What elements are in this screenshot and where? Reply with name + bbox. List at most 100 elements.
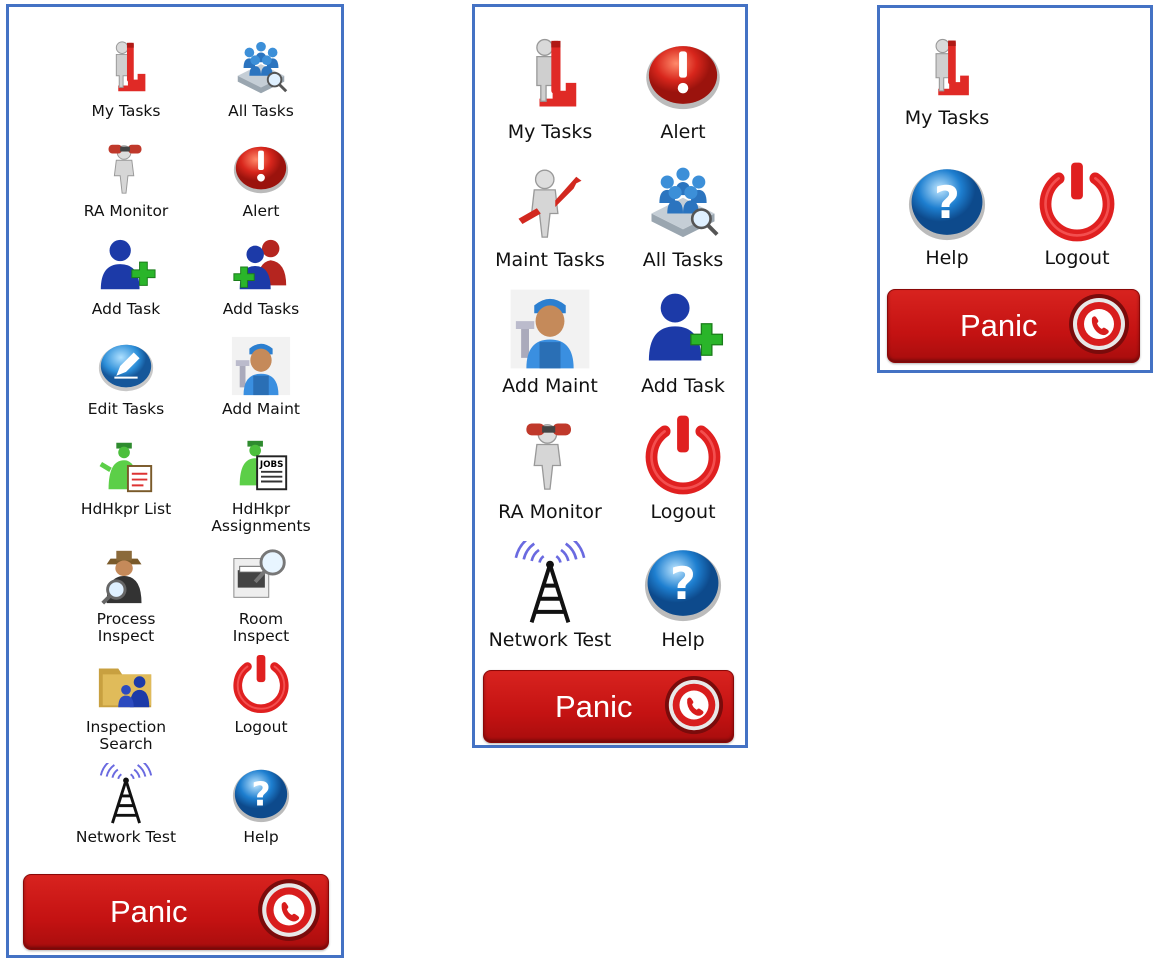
tile-logout[interactable]: Logout bbox=[613, 413, 753, 523]
tile-help[interactable]: ? Help bbox=[613, 541, 753, 651]
help-icon: ? bbox=[905, 160, 989, 244]
my-tasks-icon bbox=[508, 33, 592, 117]
tile-alert[interactable]: Alert bbox=[191, 137, 331, 220]
my-tasks-icon bbox=[95, 37, 157, 99]
tile-all-tasks[interactable]: All Tasks bbox=[191, 37, 331, 120]
phone-icon bbox=[663, 674, 725, 740]
tile-edit-tasks[interactable]: Edit Tasks bbox=[56, 335, 196, 418]
add-tasks-icon bbox=[230, 235, 292, 297]
hdhkpr-assignments-icon: JOBS bbox=[230, 435, 292, 497]
tile-my-tasks[interactable]: My Tasks bbox=[877, 34, 1017, 129]
tile-add-task[interactable]: Add Task bbox=[56, 235, 196, 318]
menu-panel-maintenance: My Tasks Alert Maint Tasks All Tasks Add… bbox=[472, 4, 748, 748]
tile-label: RA Monitor bbox=[498, 501, 602, 523]
tile-label: Network Test bbox=[75, 828, 177, 846]
hdhkpr-list-icon bbox=[95, 435, 157, 497]
phone-icon bbox=[1067, 292, 1131, 360]
add-task-icon bbox=[641, 287, 725, 371]
tile-label: Network Test bbox=[488, 629, 612, 651]
tile-network-test[interactable]: Network Test bbox=[480, 541, 620, 651]
tile-hdhkpr-assignments[interactable]: JOBS HdHkpr Assignments bbox=[191, 435, 331, 535]
tile-label: Logout bbox=[650, 501, 716, 523]
edit-tasks-icon bbox=[95, 335, 157, 397]
network-test-icon bbox=[508, 541, 592, 625]
tile-label: Add Maint bbox=[502, 375, 598, 397]
tile-my-tasks[interactable]: My Tasks bbox=[56, 37, 196, 120]
tile-add-tasks[interactable]: Add Tasks bbox=[191, 235, 331, 318]
tile-label: Logout bbox=[234, 718, 288, 736]
tile-network-test[interactable]: Network Test bbox=[56, 763, 196, 846]
tile-add-task[interactable]: Add Task bbox=[613, 287, 753, 397]
panic-label: Panic bbox=[555, 688, 633, 724]
add-maint-icon bbox=[508, 287, 592, 371]
tile-ra-monitor[interactable]: RA Monitor bbox=[56, 137, 196, 220]
logout-icon bbox=[1035, 160, 1119, 244]
tile-add-maint[interactable]: Add Maint bbox=[480, 287, 620, 397]
tile-hdhkpr-list[interactable]: HdHkpr List bbox=[56, 435, 196, 518]
room-inspect-icon bbox=[230, 545, 292, 607]
help-icon: ? bbox=[641, 541, 725, 625]
phone-icon bbox=[256, 877, 322, 947]
tile-label: Help bbox=[661, 629, 705, 651]
tile-logout[interactable]: Logout bbox=[1007, 160, 1147, 269]
tile-room-inspect[interactable]: Room Inspect bbox=[191, 545, 331, 645]
panic-button[interactable]: Panic bbox=[483, 670, 734, 743]
process-inspect-icon bbox=[95, 545, 157, 607]
tile-logout[interactable]: Logout bbox=[191, 653, 331, 736]
tile-label: HdHkpr Assignments bbox=[211, 500, 311, 535]
tile-label: Help bbox=[925, 247, 969, 269]
tile-help[interactable]: ? Help bbox=[877, 160, 1017, 269]
my-tasks-icon bbox=[912, 34, 982, 104]
tile-label: Logout bbox=[1044, 247, 1110, 269]
help-icon: ? bbox=[230, 763, 292, 825]
panic-label: Panic bbox=[960, 308, 1038, 343]
svg-text:?: ? bbox=[670, 558, 696, 610]
tile-maint-tasks[interactable]: Maint Tasks bbox=[480, 161, 620, 271]
tile-ra-monitor[interactable]: RA Monitor bbox=[480, 413, 620, 523]
all-tasks-icon bbox=[641, 161, 725, 245]
tile-label: Add Tasks bbox=[222, 300, 300, 318]
svg-text:?: ? bbox=[251, 775, 270, 814]
tile-label: My Tasks bbox=[507, 121, 593, 143]
inspection-search-icon bbox=[95, 653, 157, 715]
tile-label: My Tasks bbox=[904, 107, 990, 129]
logout-icon bbox=[641, 413, 725, 497]
tile-add-maint[interactable]: Add Maint bbox=[191, 335, 331, 418]
tile-label: Alert bbox=[660, 121, 706, 143]
menu-panel-full: My Tasks All Tasks RA Monitor Alert Add … bbox=[6, 4, 344, 958]
svg-text:?: ? bbox=[934, 177, 960, 229]
tile-inspection-search[interactable]: Inspection Search bbox=[56, 653, 196, 753]
tile-label: Inspection Search bbox=[85, 718, 167, 753]
add-maint-icon bbox=[230, 335, 292, 397]
tile-label: Add Task bbox=[91, 300, 161, 318]
network-test-icon bbox=[95, 763, 157, 825]
alert-icon bbox=[230, 137, 292, 199]
tile-process-inspect[interactable]: Process Inspect bbox=[56, 545, 196, 645]
panic-button[interactable]: Panic bbox=[23, 874, 329, 950]
svg-text:JOBS: JOBS bbox=[259, 460, 284, 470]
tile-help[interactable]: ? Help bbox=[191, 763, 331, 846]
add-task-icon bbox=[95, 235, 157, 297]
tile-label: Maint Tasks bbox=[495, 249, 605, 271]
ra-monitor-icon bbox=[508, 413, 592, 497]
ra-monitor-icon bbox=[95, 137, 157, 199]
tile-my-tasks[interactable]: My Tasks bbox=[480, 33, 620, 143]
panic-label: Panic bbox=[110, 894, 188, 929]
tile-label: Add Maint bbox=[221, 400, 300, 418]
tile-label: Alert bbox=[242, 202, 280, 220]
alert-icon bbox=[641, 33, 725, 117]
panic-button[interactable]: Panic bbox=[887, 289, 1140, 363]
tile-label: All Tasks bbox=[228, 102, 294, 120]
tile-label: All Tasks bbox=[642, 249, 724, 271]
tile-label: Help bbox=[243, 828, 279, 846]
tile-alert[interactable]: Alert bbox=[613, 33, 753, 143]
tile-label: Edit Tasks bbox=[87, 400, 165, 418]
tile-label: RA Monitor bbox=[83, 202, 169, 220]
tile-all-tasks[interactable]: All Tasks bbox=[613, 161, 753, 271]
all-tasks-icon bbox=[230, 37, 292, 99]
tile-label: My Tasks bbox=[91, 102, 161, 120]
tile-label: Add Task bbox=[641, 375, 725, 397]
tile-label: Process Inspect bbox=[96, 610, 156, 645]
maint-tasks-icon bbox=[508, 161, 592, 245]
